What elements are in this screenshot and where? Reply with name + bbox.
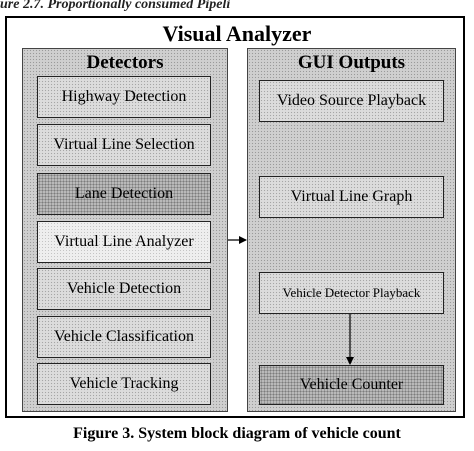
block-highway-detection: Highway Detection <box>37 76 211 118</box>
block-lane-detection: Lane Detection <box>37 173 211 215</box>
block-vehicle-counter: Vehicle Counter <box>259 365 444 405</box>
block-virtual-line-selection: Virtual Line Selection <box>37 124 211 166</box>
block-video-source-playback: Video Source Playback <box>259 80 444 122</box>
diagram-title: Visual Analyzer <box>162 21 312 46</box>
block-vehicle-detector-playback: Vehicle Detector Playback <box>259 272 444 314</box>
block-virtual-line-analyzer: Virtual Line Analyzer <box>37 221 211 263</box>
detectors-panel-title: Detectors <box>86 52 164 73</box>
cropped-caption-fragment: ure 2.7. Proportionally consumed Pipeli <box>0 0 231 12</box>
gui-outputs-panel-title: GUI Outputs <box>297 52 406 73</box>
figure-caption: Figure 3. System block diagram of vehicl… <box>73 425 401 442</box>
block-vehicle-tracking: Vehicle Tracking <box>37 363 211 405</box>
block-virtual-line-graph: Virtual Line Graph <box>259 176 444 218</box>
block-vehicle-classification: Vehicle Classification <box>37 316 211 358</box>
block-vehicle-detection: Vehicle Detection <box>37 268 211 310</box>
